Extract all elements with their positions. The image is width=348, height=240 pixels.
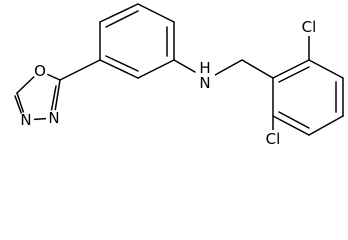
bond-r5-r6 bbox=[272, 115, 310, 136]
bond-p6-p1 bbox=[99, 59, 139, 79]
bond-r4-r5 bbox=[308, 115, 344, 136]
bond-ch2-ring bbox=[241, 59, 274, 79]
atom-nitrogen-ring-2-background bbox=[18, 112, 34, 128]
atom-oxygen-background bbox=[32, 63, 48, 79]
bond-r2-r3 bbox=[308, 59, 344, 79]
dichlorophenyl-ring bbox=[272, 59, 344, 136]
atom-chlorine-top: Cl bbox=[296, 18, 321, 36]
atom-chlorine-top-background bbox=[296, 18, 321, 36]
bond-p6-p1-inner bbox=[105, 55, 139, 72]
bond-nh-ch2 bbox=[214, 59, 243, 76]
atom-chlorine-bottom-label: Cl bbox=[266, 130, 281, 148]
atom-nitrogen-ring-2-label: N bbox=[20, 111, 31, 129]
bond-c5-n4-inner bbox=[50, 85, 57, 114]
bond-p3-p4 bbox=[137, 3, 175, 23]
atom-oxygen: O bbox=[32, 62, 48, 80]
bond-r1-r2 bbox=[272, 59, 310, 79]
central-phenyl-ring bbox=[99, 3, 175, 79]
bond-p2-p3-inner bbox=[105, 10, 139, 28]
atom-nitrogen-ring-1-label: N bbox=[48, 109, 59, 127]
atom-nitrogen-ring-1: N bbox=[46, 109, 62, 127]
atom-chlorine-bottom-background bbox=[260, 130, 285, 148]
atom-nitrogen-ring-1-background bbox=[46, 110, 62, 126]
bond-p5-p6 bbox=[137, 59, 175, 79]
bond-n3-c2-inner bbox=[14, 95, 23, 116]
bond-phenyl-nh bbox=[173, 59, 196, 73]
bond-r1-r2-inner bbox=[278, 66, 310, 83]
atom-nitrogen-ring-2: N bbox=[18, 111, 34, 129]
atom-amine-background bbox=[197, 62, 215, 87]
atom-chlorine-top-label: Cl bbox=[302, 18, 317, 36]
bond-oxadiazole-phenyl bbox=[59, 59, 101, 81]
bond-r5-r6-inner bbox=[278, 111, 310, 129]
atom-chlorine-bottom: Cl bbox=[260, 130, 285, 148]
atom-oxygen-label: O bbox=[34, 62, 46, 80]
bond-p2-p3 bbox=[99, 3, 139, 23]
